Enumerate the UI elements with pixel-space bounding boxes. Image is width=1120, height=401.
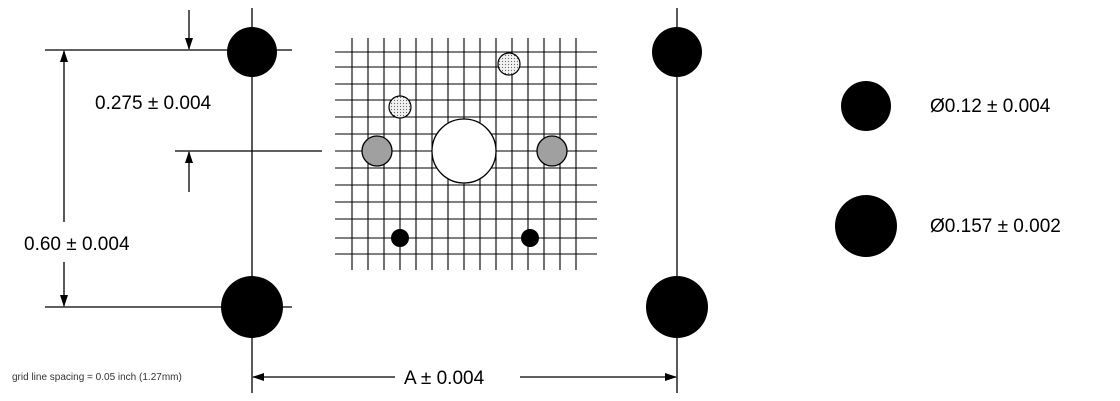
- small-pin-left: [391, 229, 409, 247]
- mounting-hole-bottom-right: [646, 276, 708, 338]
- legend-small-hole-label: Ø0.12 ± 0.004: [930, 96, 1051, 117]
- horizontal-spacing-label: A ± 0.004: [404, 368, 485, 389]
- dotted-hole-top: [497, 52, 521, 76]
- dotted-hole-left: [388, 95, 412, 119]
- legend-large-hole-label: Ø0.157 ± 0.002: [930, 216, 1061, 237]
- top-offset-label-bg: [92, 90, 242, 116]
- grid-spacing-note: grid line spacing = 0.05 inch (1.27mm): [12, 372, 182, 383]
- legend-large-hole-swatch: [835, 195, 897, 257]
- center-hole: [431, 118, 497, 184]
- mounting-hole-top-right: [652, 27, 702, 77]
- legend-small-hole-swatch: [841, 81, 891, 131]
- gray-hole-right: [536, 135, 568, 167]
- small-pin-right: [521, 229, 539, 247]
- top-offset-label: 0.275 ± 0.004: [95, 93, 212, 114]
- mounting-hole-top-left: [227, 27, 277, 77]
- mounting-hole-bottom-left: [221, 276, 283, 338]
- vertical-spacing-label: 0.60 ± 0.004: [24, 234, 130, 255]
- gray-hole-left: [361, 135, 393, 167]
